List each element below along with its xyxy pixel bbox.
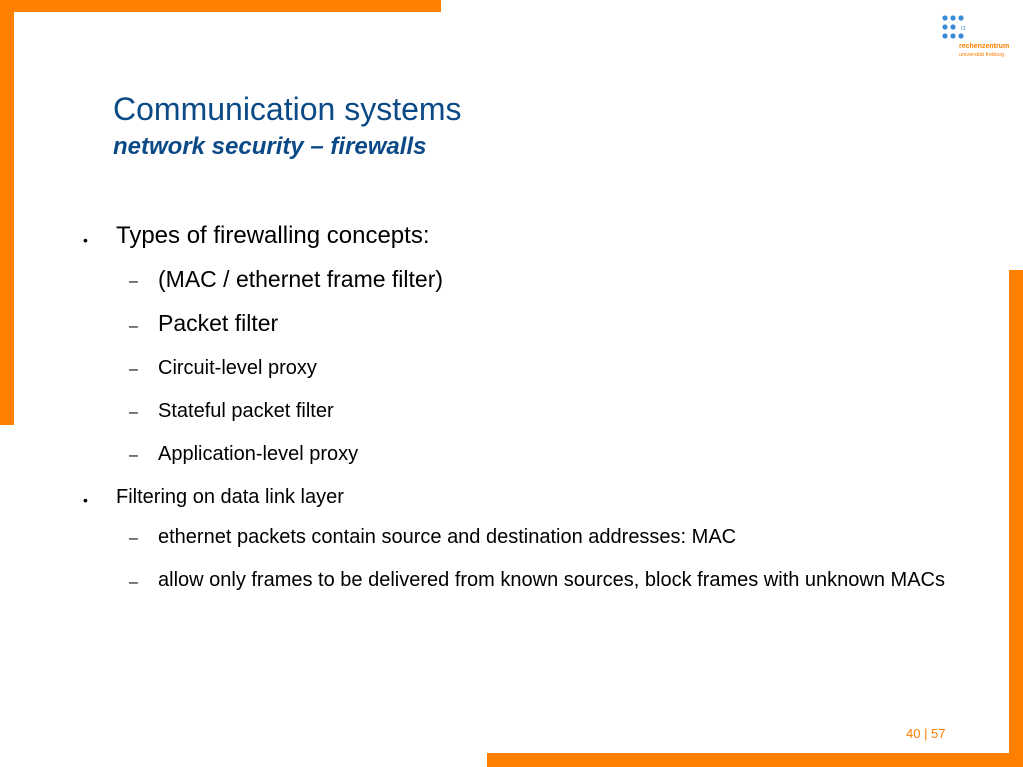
list-item: Types of firewalling concepts: <box>116 222 430 249</box>
right-accent-bar <box>1009 270 1023 767</box>
list-item: ethernet packets contain source and dest… <box>158 526 737 548</box>
list-item: allow only frames to be delivered from k… <box>158 569 945 591</box>
logo-name: rechenzentrum <box>959 43 1010 50</box>
left-accent-bar <box>0 0 14 425</box>
bullet-marker: • <box>83 232 88 248</box>
list-item: Circuit-level proxy <box>158 357 317 379</box>
rechenzentrum-logo: rz rechenzentrum universität freiburg <box>939 14 1019 62</box>
dash-marker: – <box>129 404 138 421</box>
slide-subtitle: network security – firewalls <box>113 133 427 160</box>
dash-marker: – <box>129 447 138 464</box>
logo-rz-text: rz <box>961 26 966 32</box>
bullet-marker: • <box>83 492 88 508</box>
list-item: Packet filter <box>158 310 279 336</box>
page-number: 40 | 57 <box>906 726 946 741</box>
dash-marker: – <box>129 530 138 547</box>
list-item: Filtering on data link layer <box>116 486 344 508</box>
list-item: (MAC / ethernet frame filter) <box>158 266 444 292</box>
dash-marker: – <box>129 361 138 378</box>
list-item: Application-level proxy <box>158 443 359 465</box>
dash-marker: – <box>129 574 138 591</box>
top-accent-bar <box>0 0 441 12</box>
dot-grid-icon <box>942 15 964 39</box>
dash-marker: – <box>129 273 138 290</box>
bottom-accent-bar <box>487 753 1023 767</box>
list-item: Stateful packet filter <box>158 400 334 422</box>
dash-marker: – <box>129 318 138 335</box>
slide-title: Communication systems <box>113 91 462 127</box>
logo-university: universität freiburg <box>959 52 1005 58</box>
